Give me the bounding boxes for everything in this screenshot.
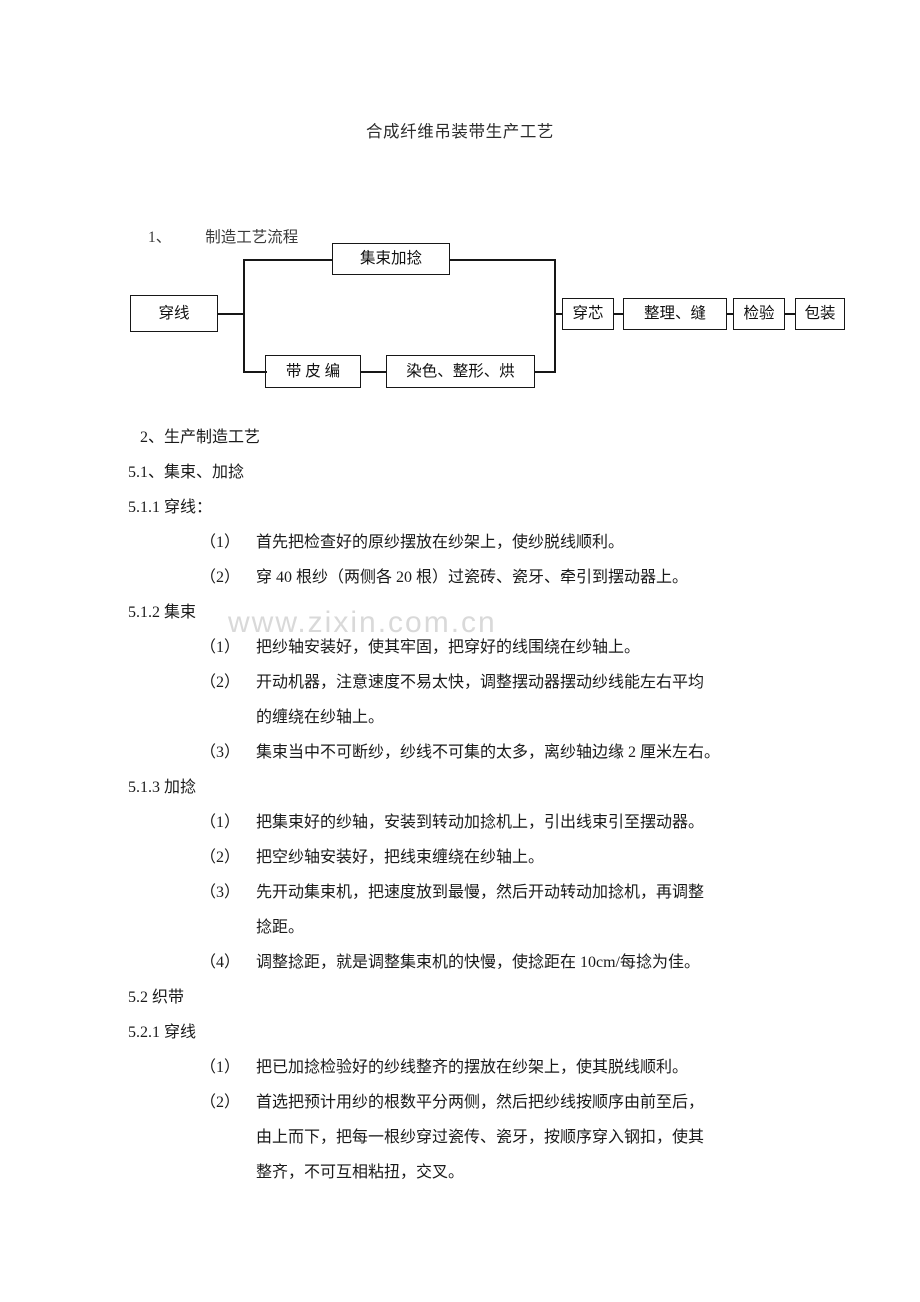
flow-connector-merge-to-chuanxin bbox=[554, 313, 563, 315]
flow-box-bottom-branch-1: 带 皮 编 bbox=[265, 355, 361, 388]
list-item: （1） 把已加捻检验好的纱线整齐的摆放在纱架上，使其脱线顺利。 bbox=[200, 1050, 920, 1085]
list-marker: （1） bbox=[200, 639, 241, 656]
flow-connector-step5-to-step6 bbox=[784, 313, 796, 315]
list-marker: （4） bbox=[200, 954, 241, 971]
flow-connector-merge-vertical bbox=[554, 259, 556, 372]
list-item: （1） 首先把检查好的原纱摆放在纱架上，使纱脱线顺利。 bbox=[200, 525, 920, 560]
list-text: 先开动集束机，把速度放到最慢，然后开动转动加捻机，再调整捻距。 bbox=[256, 884, 705, 936]
list-marker: （2） bbox=[200, 849, 241, 866]
list-text: 首选把预计用纱的根数平分两侧，然后把纱线按顺序由前至后，由上而下，把每一根纱穿过… bbox=[256, 1094, 705, 1181]
flowchart-heading-number: 1、 bbox=[148, 229, 172, 246]
list-text: 开动机器，注意速度不易太快，调整摆动器摆动纱线能左右平均的缠绕在纱轴上。 bbox=[256, 674, 705, 726]
flowchart-heading: 1、 制造工艺流程 bbox=[148, 225, 298, 247]
list-item: （3） 先开动集束机，把速度放到最慢，然后开动转动加捻机，再调整捻距。 bbox=[200, 875, 920, 945]
list-item: （4） 调整捻距，就是调整集束机的快慢，使捻距在 10cm/每捻为佳。 bbox=[200, 945, 920, 980]
flow-box-step-4: 整理、缝 bbox=[623, 298, 727, 330]
list-item: （2） 穿 40 根纱（两侧各 20 根）过瓷砖、瓷牙、牵引到摆动器上。 bbox=[200, 560, 920, 595]
list-text: 把集束好的纱轴，安装到转动加捻机上，引出线束引至摆动器。 bbox=[256, 814, 705, 831]
list-text: 把空纱轴安装好，把线束缠绕在纱轴上。 bbox=[256, 849, 545, 866]
heading-section-2: 2、生产制造工艺 bbox=[140, 429, 261, 446]
list-marker: （1） bbox=[200, 1059, 241, 1076]
flow-box-merge: 穿芯 bbox=[562, 298, 614, 330]
flow-connector-split-to-top bbox=[243, 259, 333, 261]
list-item: （1） 把集束好的纱轴，安装到转动加捻机上，引出线束引至摆动器。 bbox=[200, 805, 920, 840]
flow-box-bottom-branch-2: 染色、整形、烘 bbox=[386, 355, 535, 388]
flow-connector-chuanxin-to-step4 bbox=[613, 313, 624, 315]
list-text: 首先把检查好的原纱摆放在纱架上，使纱脱线顺利。 bbox=[256, 534, 625, 551]
process-flow-diagram: 1、 制造工艺流程 穿线 集束加捻 带 皮 编 染色、整形、烘 穿芯 整理、缝 检… bbox=[0, 228, 920, 403]
page-title: 合成纤维吊装带生产工艺 bbox=[365, 122, 555, 141]
list-item: （2） 把空纱轴安装好，把线束缠绕在纱轴上。 bbox=[200, 840, 920, 875]
list-text: 把纱轴安装好，使其牢固，把穿好的线围绕在纱轴上。 bbox=[256, 639, 641, 656]
heading-5-1: 5.1、集束、加捻 bbox=[128, 464, 245, 481]
list-item: （1） 把纱轴安装好，使其牢固，把穿好的线围绕在纱轴上。 bbox=[200, 630, 920, 665]
flow-connector-bottom1-to-bottom2 bbox=[361, 371, 387, 373]
flow-connector-split-vertical bbox=[243, 259, 245, 372]
flow-connector-start-to-split bbox=[218, 313, 245, 315]
list-marker: （3） bbox=[200, 884, 241, 901]
flowchart-heading-label: 制造工艺流程 bbox=[205, 229, 299, 246]
list-marker: （2） bbox=[200, 1094, 241, 1111]
list-text: 集束当中不可断纱，纱线不可集的太多，离纱轴边缘 2 厘米左右。 bbox=[256, 744, 721, 761]
flow-box-step-6: 包装 bbox=[795, 298, 845, 330]
list-marker: （3） bbox=[200, 744, 241, 761]
flow-box-top-branch: 集束加捻 bbox=[332, 243, 450, 275]
flow-connector-bottom2-to-merge bbox=[535, 371, 556, 373]
list-item: （3） 集束当中不可断纱，纱线不可集的太多，离纱轴边缘 2 厘米左右。 bbox=[200, 735, 920, 770]
list-marker: （2） bbox=[200, 569, 241, 586]
list-text: 把已加捻检验好的纱线整齐的摆放在纱架上，使其脱线顺利。 bbox=[256, 1059, 689, 1076]
list-marker: （1） bbox=[200, 814, 241, 831]
list-item: （2） 首选把预计用纱的根数平分两侧，然后把纱线按顺序由前至后，由上而下，把每一… bbox=[200, 1085, 920, 1190]
heading-5-1-2: 5.1.2 集束 bbox=[128, 604, 197, 621]
list-text: 穿 40 根纱（两侧各 20 根）过瓷砖、瓷牙、牵引到摆动器上。 bbox=[256, 569, 689, 586]
heading-5-1-1: 5.1.1 穿线： bbox=[128, 499, 213, 516]
heading-5-2-1: 5.2.1 穿线 bbox=[128, 1024, 197, 1041]
list-text: 调整捻距，就是调整集束机的快慢，使捻距在 10cm/每捻为佳。 bbox=[256, 954, 700, 971]
heading-5-2: 5.2 织带 bbox=[128, 989, 185, 1006]
list-item: （2） 开动机器，注意速度不易太快，调整摆动器摆动纱线能左右平均的缠绕在纱轴上。 bbox=[200, 665, 920, 735]
flow-connector-step4-to-step5 bbox=[726, 313, 734, 315]
flow-connector-split-to-bottom bbox=[243, 371, 267, 373]
flow-box-start: 穿线 bbox=[130, 295, 218, 332]
list-marker: （2） bbox=[200, 674, 241, 691]
flow-box-step-5: 检验 bbox=[733, 298, 785, 330]
list-marker: （1） bbox=[200, 534, 241, 551]
document-body: 2、生产制造工艺 5.1、集束、加捻 5.1.1 穿线： （1） 首先把检查好的… bbox=[0, 420, 920, 1190]
heading-5-1-3: 5.1.3 加捻 bbox=[128, 779, 197, 796]
flow-connector-top-to-merge bbox=[450, 259, 556, 261]
